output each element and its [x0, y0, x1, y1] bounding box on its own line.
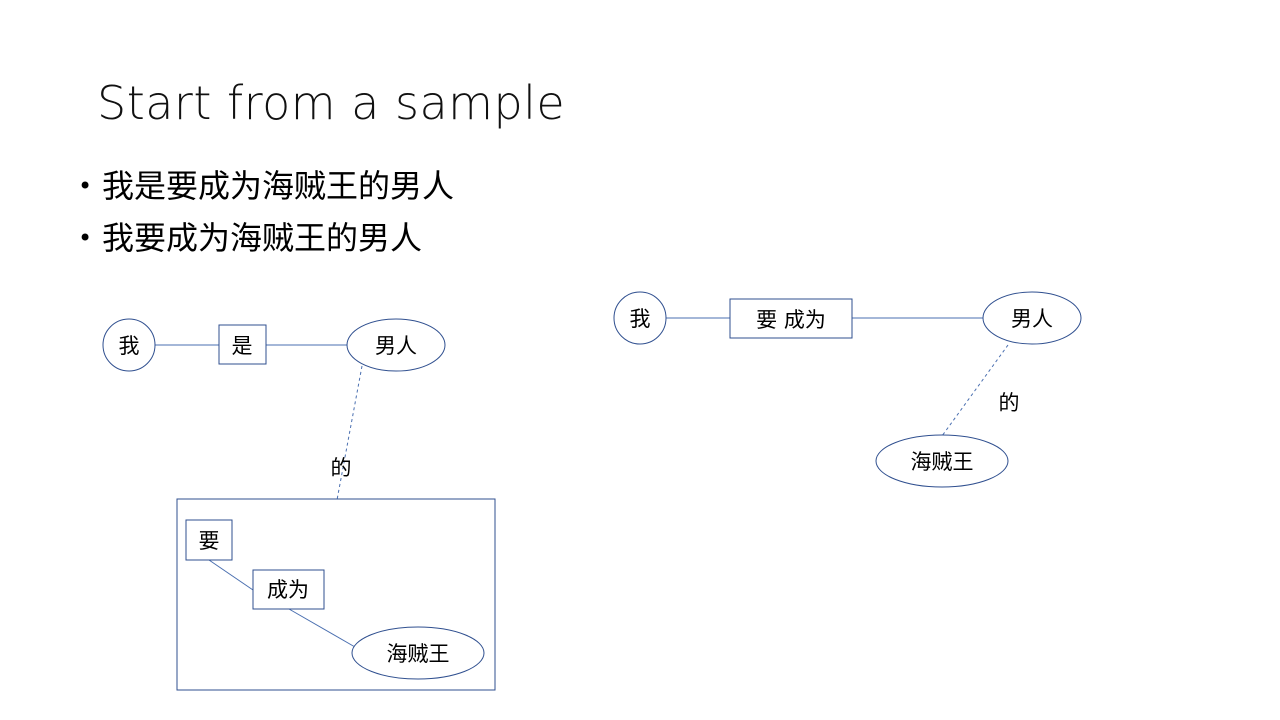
left-subject-label: 我	[119, 334, 140, 358]
left-verb-label: 是	[232, 334, 253, 358]
bullet-dot-icon: •	[78, 224, 93, 252]
bullet-text: 我是要成为海贼王的男人	[102, 167, 455, 205]
left-verb-node: 是	[218, 324, 267, 365]
bullet-dot-icon: •	[78, 172, 93, 200]
bullet-item: • 我是要成为海贼王的男人	[78, 160, 454, 212]
slide-title: Start from a sample	[97, 76, 566, 130]
left-modifier-label: 的	[331, 456, 352, 480]
right-verb-node: 要 成为	[729, 298, 853, 339]
left-clause-object-label: 海贼王	[387, 642, 450, 666]
left-object-label: 男人	[375, 334, 417, 358]
right-object-node: 男人	[982, 291, 1082, 345]
right-verb-label: 要 成为	[756, 308, 826, 332]
right-object-label: 男人	[1011, 307, 1053, 331]
bullet-text: 我要成为海贼王的男人	[102, 219, 423, 257]
right-subject-label: 我	[630, 307, 651, 331]
right-modifier-node-label: 海贼王	[911, 450, 974, 474]
right-edge-modifier-dashed	[941, 344, 1009, 437]
right-diagram: 我 要 成为 男人 的 海贼王	[613, 291, 1082, 488]
left-clause-verb-node: 成为	[252, 569, 325, 610]
right-modifier-node: 海贼王	[875, 434, 1009, 488]
left-edge-modifier-dashed	[336, 365, 363, 501]
left-clause-modal-label: 要	[199, 529, 220, 553]
left-clause-verb-label: 成为	[267, 578, 309, 602]
left-subject-node: 我	[102, 318, 156, 372]
left-clause-object-node: 海贼王	[351, 626, 485, 680]
left-clause-container	[176, 498, 496, 691]
left-clause-edge-verb-object	[288, 608, 356, 648]
bullet-item: • 我要成为海贼王的男人	[78, 212, 454, 264]
left-clause-edge-modal-verb	[208, 559, 254, 591]
left-clause-modal-node: 要	[185, 519, 233, 561]
right-subject-node: 我	[613, 291, 667, 345]
left-object-node: 男人	[346, 318, 446, 372]
left-diagram: 我 是 男人 的 要 成为 海贼王	[102, 318, 496, 691]
right-modifier-label: 的	[999, 391, 1020, 415]
bullet-list: • 我是要成为海贼王的男人 • 我要成为海贼王的男人	[78, 160, 454, 264]
